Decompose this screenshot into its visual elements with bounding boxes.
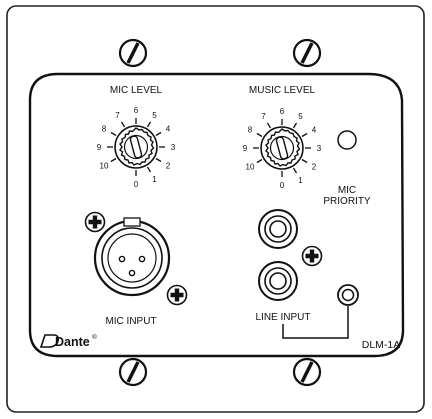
xlr-pin-3-icon xyxy=(128,269,136,277)
dante-wordmark: Dante xyxy=(55,335,90,349)
xlr-pin-1-icon xyxy=(118,255,126,263)
line-input-rca-top-connector[interactable] xyxy=(258,209,298,249)
mic-level-control[interactable]: MIC LEVEL 0 12 345 6 789 10 xyxy=(97,85,176,189)
mic-level-scale-label-7: 7 xyxy=(115,111,120,120)
mic-level-scale-label-6: 6 xyxy=(134,106,139,115)
music-level-tick-1 xyxy=(292,167,298,174)
top-right-screw-icon xyxy=(292,38,322,68)
mic-priority-label-line1: MIC xyxy=(338,185,356,196)
mic-level-tick-2 xyxy=(155,157,162,163)
top-left-screw-icon xyxy=(118,38,148,68)
model-label: DLM-1A xyxy=(362,339,401,351)
music-level-scale-label-5: 5 xyxy=(298,112,303,121)
mic-level-scale-label-5: 5 xyxy=(152,111,157,120)
music-level-scale-label-8: 8 xyxy=(248,126,253,135)
mic-level-tick-4 xyxy=(155,131,162,137)
mic-level-scale-label-4: 4 xyxy=(166,125,171,134)
dante-mark-icon xyxy=(39,334,59,348)
music-level-tick-10 xyxy=(256,158,263,164)
mic-level-scale-label-3: 3 xyxy=(171,143,176,152)
dante-logo: Dante ® xyxy=(39,333,97,349)
mic-level-tick-10 xyxy=(110,157,117,163)
mic-level-scale-label-8: 8 xyxy=(102,125,107,134)
music-level-scale: 0 12 345 6 789 10 xyxy=(243,107,322,190)
line-input-bracket xyxy=(282,306,349,339)
mic-level-scale-label-0: 0 xyxy=(134,180,139,189)
xlr-pin-2-icon xyxy=(138,255,146,263)
xlr-top-phillips-screw-icon xyxy=(84,211,106,233)
music-level-scale-label-0: 0 xyxy=(280,181,285,190)
mic-level-tick-1 xyxy=(146,166,152,173)
mic-level-scale-label-1: 1 xyxy=(152,175,157,184)
mic-level-scale-label-10: 10 xyxy=(100,162,109,171)
music-level-tick-5 xyxy=(292,122,298,129)
mic-level-tick-7 xyxy=(120,121,126,128)
mic-level-pointer xyxy=(129,135,143,159)
mic-priority-label-line2: PRIORITY xyxy=(323,196,371,207)
line-input-rca-bottom-connector[interactable] xyxy=(258,261,298,301)
music-level-pointer xyxy=(275,136,289,160)
mic-level-scale-label-2: 2 xyxy=(166,162,171,171)
music-level-scale-label-4: 4 xyxy=(312,126,317,135)
mic-input-label: MIC INPUT xyxy=(105,316,156,327)
music-level-scale-label-3: 3 xyxy=(317,144,322,153)
mic-priority-control[interactable]: MIC PRIORITY xyxy=(323,130,371,207)
music-level-tick-4 xyxy=(301,132,308,138)
mic-level-tick-5 xyxy=(146,121,152,128)
bottom-right-screw-icon xyxy=(292,357,322,387)
mic-level-label: MIC LEVEL xyxy=(110,85,163,96)
music-level-tick-8 xyxy=(256,132,263,138)
xlr-bottom-phillips-screw-icon xyxy=(166,284,188,306)
music-level-scale-label-6: 6 xyxy=(280,107,285,116)
line-input-label: LINE INPUT xyxy=(255,312,310,323)
music-level-control[interactable]: MUSIC LEVEL 0 12 345 6 789 10 xyxy=(243,85,322,190)
music-level-scale-label-10: 10 xyxy=(246,163,255,172)
mic-input-xlr-connector[interactable] xyxy=(93,217,171,297)
music-level-tick-7 xyxy=(266,122,272,129)
mic-priority-button[interactable] xyxy=(337,130,357,150)
music-level-scale-label-2: 2 xyxy=(312,163,317,172)
music-level-scale-label-1: 1 xyxy=(298,176,303,185)
faceplate xyxy=(28,72,405,358)
music-level-tick-2 xyxy=(301,158,308,164)
music-level-label: MUSIC LEVEL xyxy=(249,85,316,96)
mic-level-tick-8 xyxy=(110,131,117,137)
music-level-scale-label-9: 9 xyxy=(243,144,248,153)
line-input-mini-jack[interactable] xyxy=(337,284,359,306)
rca-phillips-screw-icon xyxy=(301,245,323,267)
bottom-left-screw-icon xyxy=(118,357,148,387)
mic-level-scale: 0 12 345 6 789 10 xyxy=(97,106,176,189)
music-level-scale-label-7: 7 xyxy=(261,112,266,121)
dante-registered-mark: ® xyxy=(92,333,97,341)
mic-level-scale-label-9: 9 xyxy=(97,143,102,152)
